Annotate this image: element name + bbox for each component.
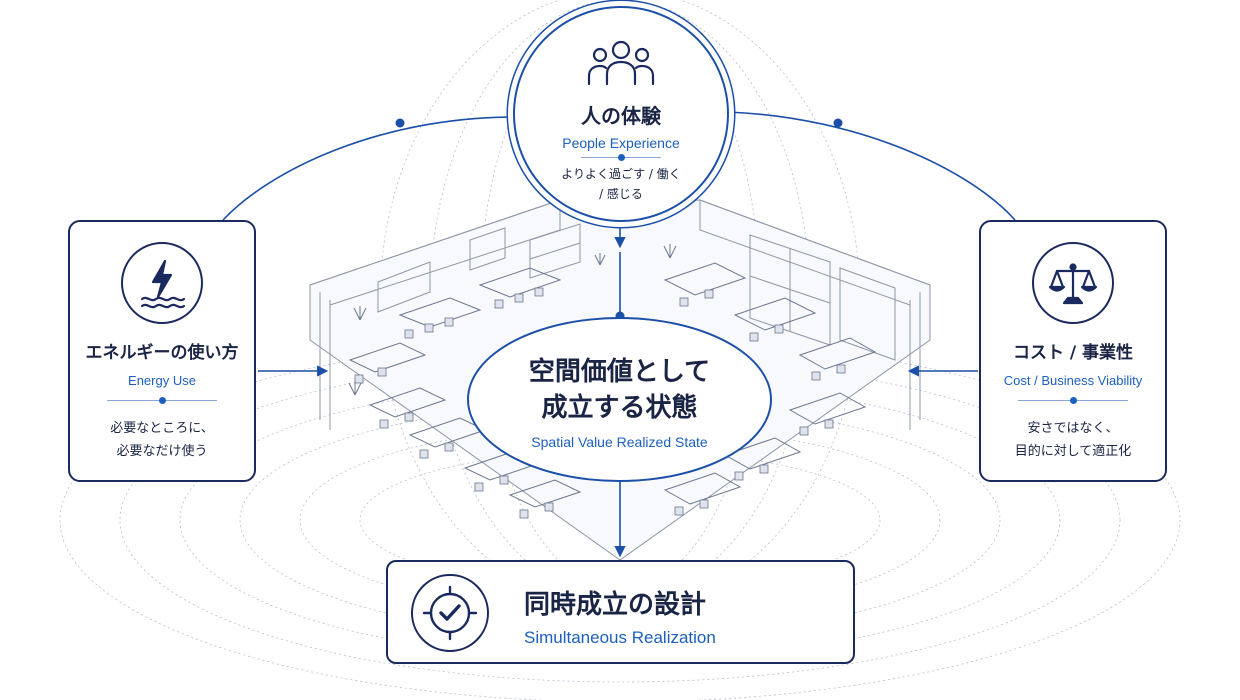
energy-use-title: エネルギーの使い方	[85, 343, 239, 363]
simultaneous-realization-card: 同時成立の設計 Simultaneous Realization	[386, 560, 855, 664]
energy-use-subtitle: Energy Use	[128, 373, 196, 388]
people-experience-subtitle: People Experience	[562, 135, 680, 151]
target-check-icon	[411, 574, 489, 652]
connector-top-right	[726, 111, 1016, 221]
connector-top-left	[222, 116, 516, 221]
separator	[581, 154, 661, 161]
spatial-value-title: 空間価値として 成立する状態	[528, 357, 711, 423]
energy-use-card: エネルギーの使い方 Energy Use 必要なところに、 必要なだけ使う	[68, 220, 256, 482]
separator	[107, 397, 217, 404]
simultaneous-realization-subtitle: Simultaneous Realization	[524, 628, 716, 647]
simultaneous-realization-title: 同時成立の設計	[524, 590, 707, 620]
cost-business-card: コスト / 事業性 Cost / Business Viability 安さでは…	[979, 220, 1167, 482]
spatial-value-center-node: 空間価値として 成立する状態 Spatial Value Realized St…	[467, 317, 772, 482]
spatial-value-subtitle: Spatial Value Realized State	[531, 434, 708, 450]
separator	[1018, 397, 1128, 404]
people-group-icon	[585, 40, 657, 92]
people-experience-node: 人の体験 People Experience よりよく過ごす / 働く / 感じ…	[513, 6, 729, 222]
cost-business-subtitle: Cost / Business Viability	[1003, 373, 1143, 388]
lightning-wave-icon	[121, 242, 203, 324]
people-experience-description: よりよく過ごす / 働く / 感じる	[561, 167, 681, 201]
energy-use-description: 必要なところに、 必要なだけ使う	[110, 421, 214, 459]
people-experience-title: 人の体験	[581, 104, 661, 128]
cost-business-title: コスト / 事業性	[1012, 343, 1134, 363]
cost-business-description: 安さではなく、 目的に対して適正化	[1014, 421, 1132, 459]
balance-scale-icon	[1032, 242, 1114, 324]
